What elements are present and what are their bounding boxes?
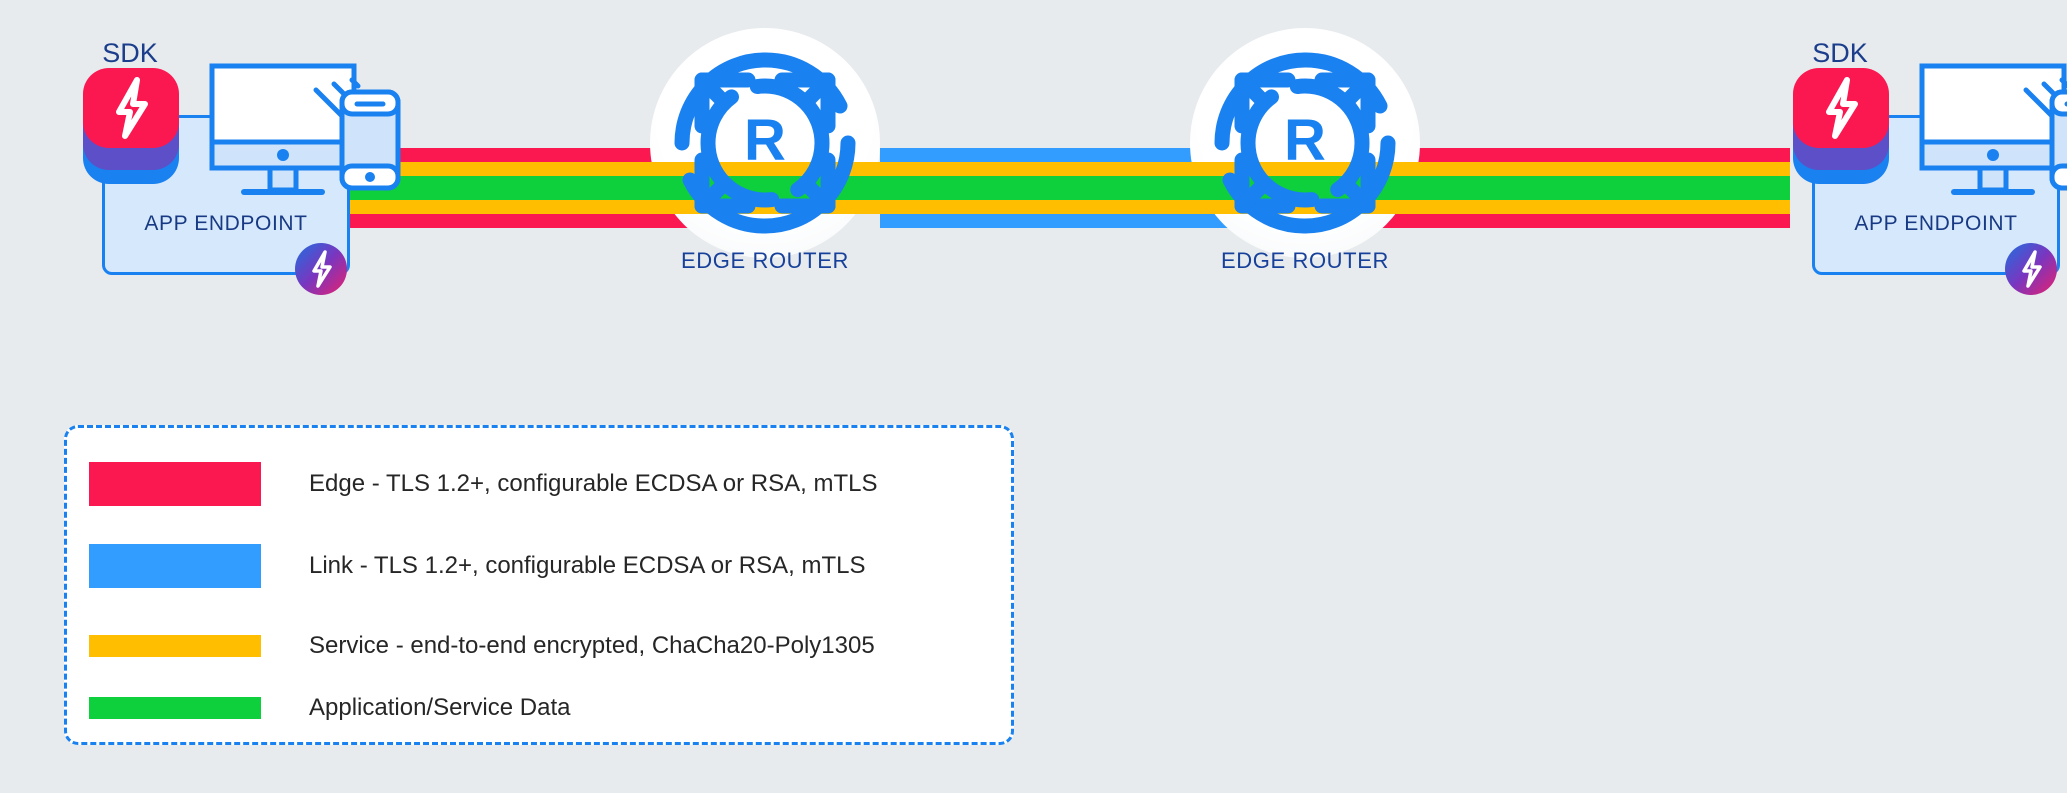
legend-item-label: Service - end-to-end encrypted, ChaCha20… xyxy=(309,632,875,659)
legend-item-label: Link - TLS 1.2+, configurable ECDSA or R… xyxy=(309,552,866,579)
device-icons xyxy=(1918,62,2067,202)
edge-router-left-label: EDGE ROUTER xyxy=(681,248,849,273)
lightning-bolt-icon xyxy=(2022,250,2042,288)
sdk-stack-left xyxy=(74,66,192,186)
monitor-and-phone-icon xyxy=(209,63,401,195)
monitor-and-phone-icon xyxy=(1919,63,2067,195)
app-endpoint-left-label: APP ENDPOINT xyxy=(144,212,308,235)
edge-swatch xyxy=(89,462,261,506)
svg-text:R: R xyxy=(744,108,786,173)
edge-layer-bottom xyxy=(1350,214,1790,228)
link-layer-bottom xyxy=(880,214,1240,228)
legend-item-service: Service - end-to-end encrypted, ChaCha20… xyxy=(89,618,989,674)
legend-panel: Edge - TLS 1.2+, configurable ECDSA or R… xyxy=(64,425,1014,745)
service-through-routers-bottom xyxy=(330,200,1790,214)
lightning-bolt-icon xyxy=(312,250,332,288)
endpoint-badge-left[interactable] xyxy=(295,243,347,295)
legend-item-label: Application/Service Data xyxy=(309,694,571,721)
legend-item-edge: Edge - TLS 1.2+, configurable ECDSA or R… xyxy=(89,456,989,512)
edge-router-left-glyph-group[interactable]: R xyxy=(650,28,880,258)
sdk-stack-right xyxy=(1784,66,1902,186)
app-endpoint-right-label: APP ENDPOINT xyxy=(1854,212,2018,235)
legend-item-label: Edge - TLS 1.2+, configurable ECDSA or R… xyxy=(309,470,878,497)
svg-text:R: R xyxy=(1284,108,1326,173)
network-diagram: R xyxy=(30,0,2067,295)
service-through-routers xyxy=(330,162,1790,176)
service-swatch xyxy=(89,635,261,657)
data-swatch xyxy=(89,697,261,719)
router-icon: R xyxy=(1214,52,1396,234)
lightning-bolt-icon xyxy=(116,77,148,139)
sdk-label-right: SDK xyxy=(1812,38,1868,68)
legend-item-link: Link - TLS 1.2+, configurable ECDSA or R… xyxy=(89,538,989,594)
lightning-bolt-icon xyxy=(1826,77,1858,139)
app-endpoint-right[interactable]: SDK APP ENDPOINT xyxy=(1740,0,2067,295)
legend-item-data: Application/Service Data xyxy=(89,680,989,736)
endpoint-badge-right[interactable] xyxy=(2005,243,2057,295)
app-endpoint-left[interactable]: SDK APP ENDPOINT xyxy=(30,0,460,295)
sdk-tile-red-icon xyxy=(1793,68,1889,148)
edge-layer-bottom xyxy=(330,214,770,228)
edge-router-right-glyph-group[interactable]: R xyxy=(1190,28,1420,258)
edge-layer-top xyxy=(1350,148,1790,162)
link-layer-top xyxy=(880,148,1240,162)
edge-router-right-label: EDGE ROUTER xyxy=(1221,248,1389,273)
device-icons xyxy=(208,62,408,202)
router-icon: R xyxy=(674,52,856,234)
sdk-label-left: SDK xyxy=(102,38,158,68)
link-swatch xyxy=(89,544,261,588)
sdk-tile-red-icon xyxy=(83,68,179,148)
data-through-routers xyxy=(330,176,1790,200)
